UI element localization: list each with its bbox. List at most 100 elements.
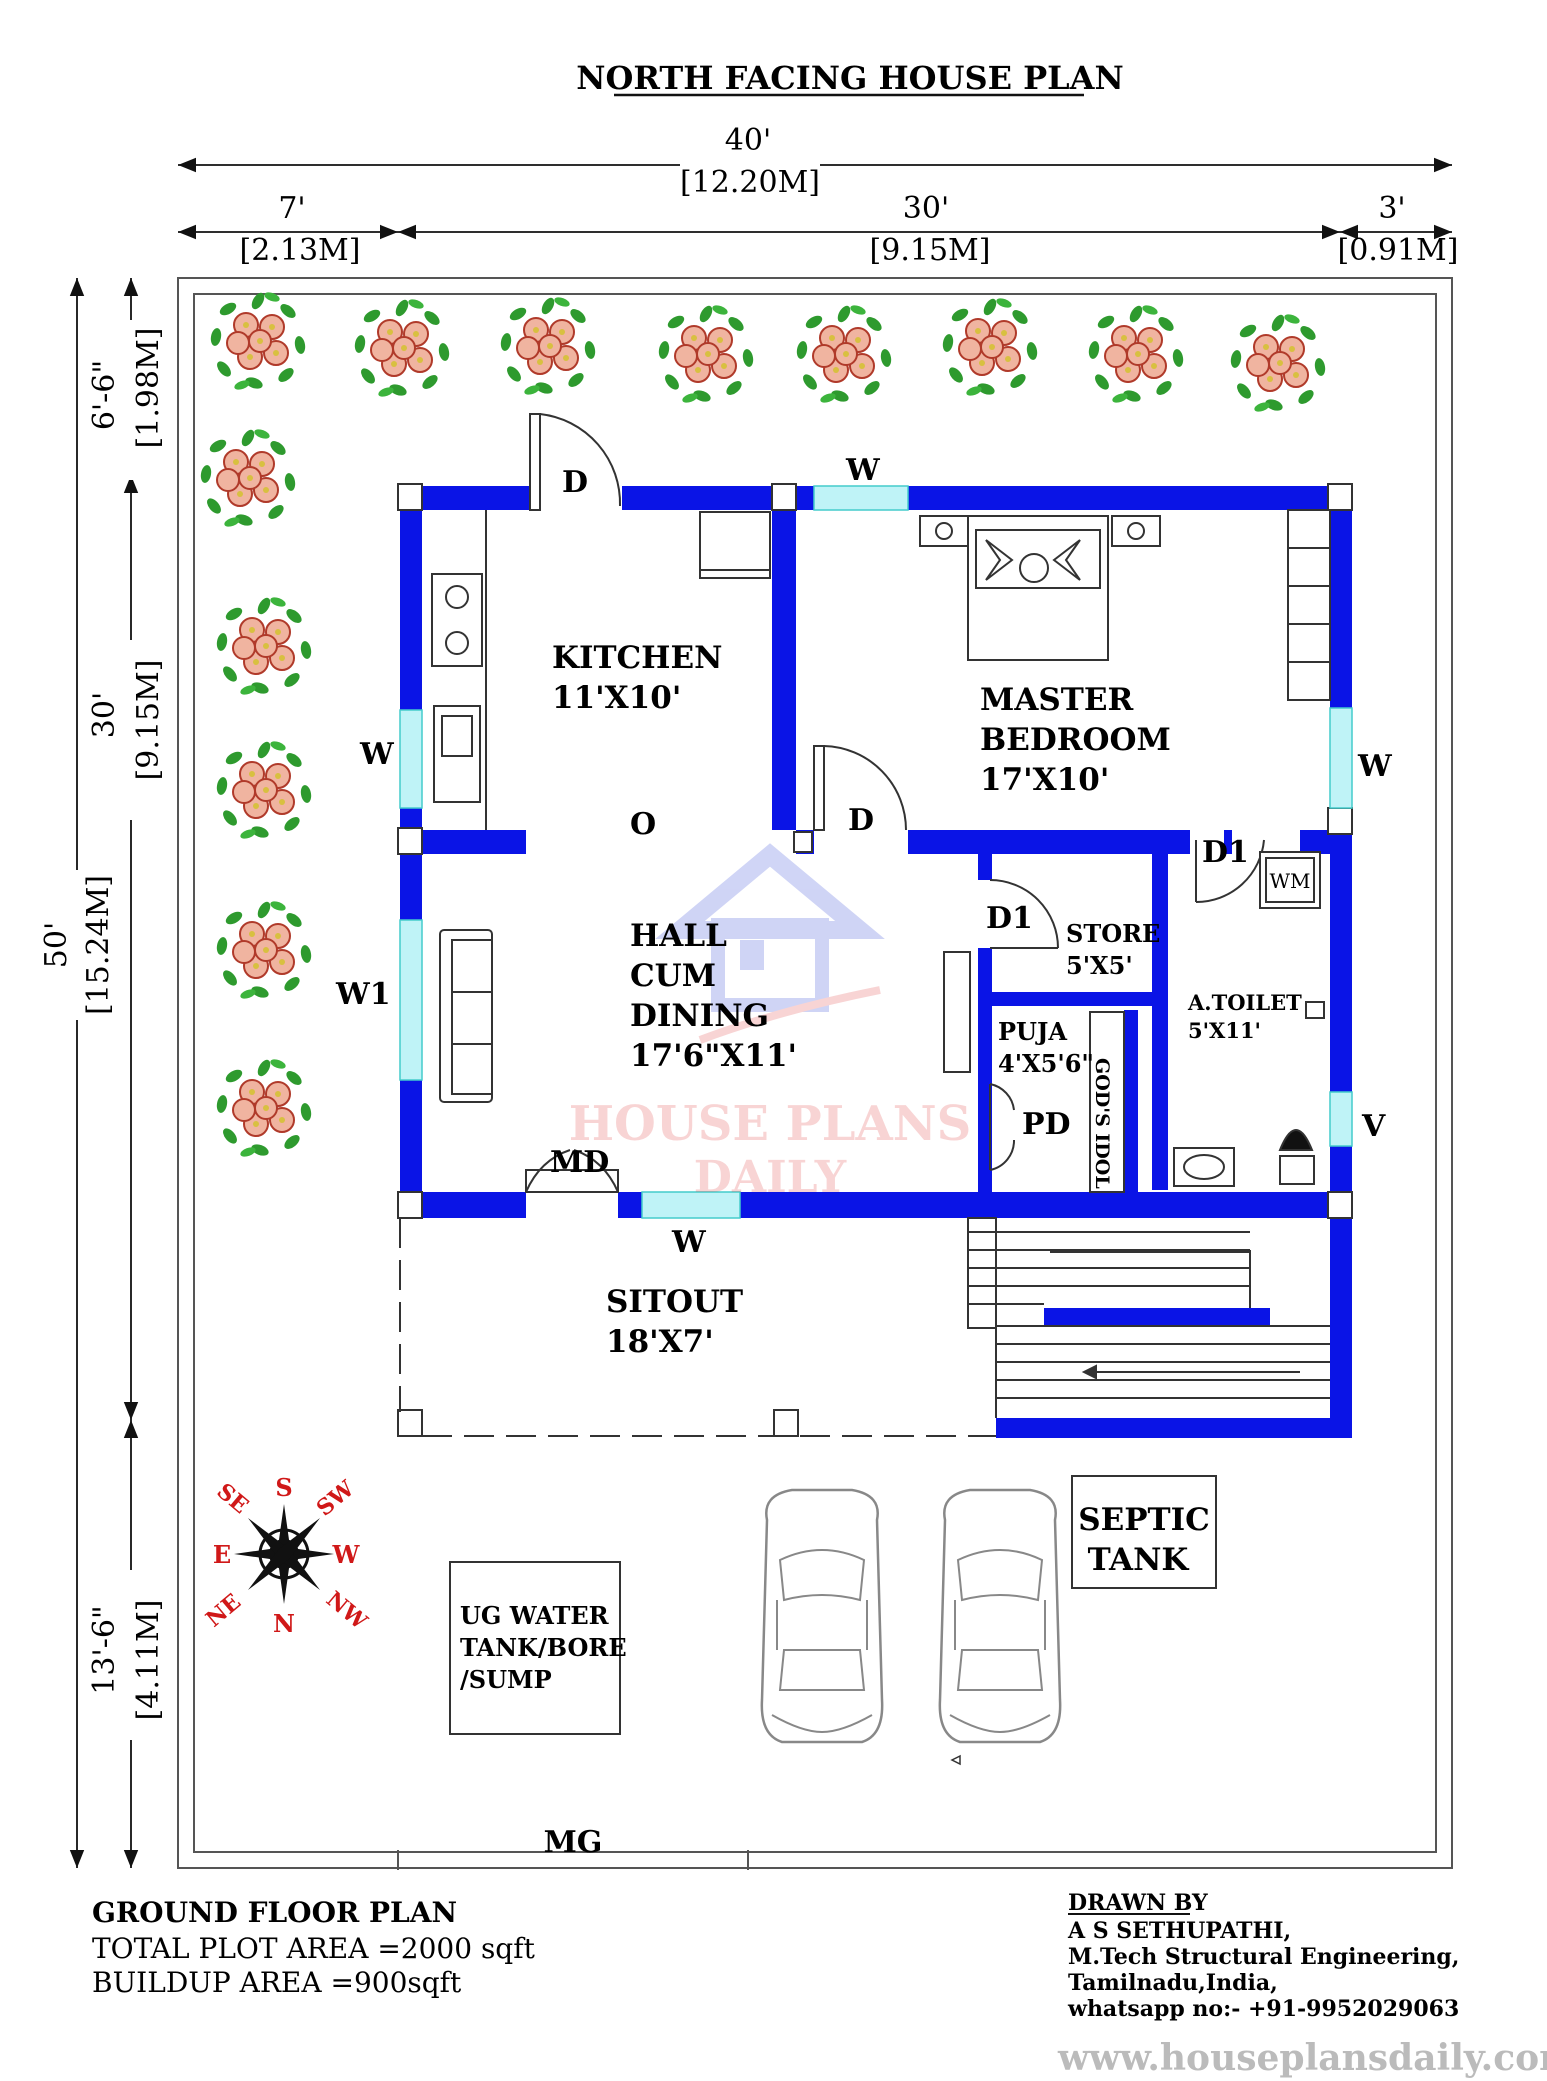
- puja-label: PUJA: [998, 1017, 1067, 1046]
- dim-vseg1: 6'-6": [87, 360, 122, 430]
- master-label-2: BEDROOM: [980, 722, 1171, 758]
- gods-idol-label: GOD'S IDOL: [1091, 1058, 1113, 1189]
- hall-size: 17'6"X11': [630, 1038, 797, 1074]
- dim-seg3: 3': [1378, 191, 1405, 226]
- dim-vseg2-m: [9.15M]: [131, 660, 166, 781]
- kitchen-size: 11'X10': [552, 680, 681, 716]
- plot-boundary-inner: [193, 293, 1437, 1853]
- ug-label-2: TANK/BORE: [460, 1633, 627, 1662]
- dim-vseg1-m: [1.98M]: [131, 328, 166, 449]
- watermark-logo: HOUSE PLANS DAILY: [569, 843, 972, 1203]
- drawn-by-degree: M.Tech Structural Engineering,: [1068, 1944, 1459, 1970]
- compass-ne: NE: [201, 1589, 246, 1633]
- compass-rose-icon: S N E W SE SW NE NW: [201, 1473, 372, 1638]
- drawn-by-whatsapp: whatsapp no:- +91-9952029063: [1067, 1996, 1459, 2022]
- compass-e: E: [213, 1540, 231, 1569]
- compass-nw: NW: [321, 1586, 372, 1635]
- store-size: 5'X5': [1066, 951, 1133, 980]
- drawn-by-heading: DRAWN BY: [1068, 1890, 1208, 1916]
- dim-vseg2: 30': [87, 692, 122, 738]
- label-pd: PD: [1022, 1107, 1071, 1142]
- dim-total-depth: 50': [39, 922, 74, 968]
- footer-build-area: BUILDUP AREA =900sqft: [92, 1966, 462, 1999]
- dim-seg2: 30': [903, 191, 949, 226]
- wardrobe: [1287, 509, 1331, 701]
- master-size: 17'X10': [980, 762, 1109, 798]
- windows: [399, 485, 1353, 1219]
- septic-label-2: TANK: [1088, 1542, 1190, 1578]
- toilet-label: A.TOILET: [1187, 990, 1302, 1015]
- small-marker: [950, 1754, 961, 1766]
- house-walls: [400, 486, 1352, 1438]
- store-label: STORE: [1066, 919, 1160, 948]
- dim-seg3-m: [0.91M]: [1338, 233, 1459, 268]
- ug-label-1: UG WATER: [460, 1601, 610, 1630]
- compass-s: S: [275, 1473, 292, 1502]
- sofa-icon: [439, 929, 493, 1103]
- compass-se: SE: [212, 1478, 254, 1519]
- label-w-top: W: [845, 453, 881, 488]
- sitout-label: SITOUT: [606, 1284, 743, 1320]
- dim-seg1-m: [2.13M]: [240, 233, 361, 268]
- hall-label-1: HALL: [630, 918, 727, 954]
- label-w1: W1: [335, 977, 391, 1012]
- compass-w: W: [332, 1540, 361, 1569]
- main-gate-label: MG: [544, 1825, 603, 1860]
- master-label-1: MASTER: [980, 682, 1133, 718]
- dim-total-width: 40': [725, 123, 771, 158]
- door-swings: [525, 413, 1265, 1193]
- kitchen-label: KITCHEN: [552, 640, 722, 676]
- label-w-kitchen: W: [359, 737, 395, 772]
- drawn-by-location: Tamilnadu,India,: [1068, 1970, 1278, 1996]
- website-text: www.houseplansdaily.com: [1057, 2037, 1547, 2079]
- compass-n: N: [273, 1609, 295, 1638]
- staircase: [967, 1217, 1330, 1418]
- left-dim-labels: 50' [15.24M] 6'-6" [1.98M] 30' [9.15M] 1…: [36, 320, 166, 1740]
- plot-boundary-outer: [177, 277, 1453, 1869]
- watermark-line1: HOUSE PLANS: [569, 1096, 972, 1152]
- puja-idol-shelf: [1089, 1011, 1125, 1193]
- label-w-bottom: W: [671, 1225, 707, 1260]
- toilet-fixtures: [1173, 851, 1325, 1187]
- hall-label-2: CUM: [630, 958, 716, 994]
- watermark-line2: DAILY: [694, 1152, 847, 1203]
- puja-size: 4'X5'6": [998, 1049, 1094, 1078]
- dim-vseg3-m: [4.11M]: [131, 1600, 166, 1721]
- dim-seg1: 7': [278, 191, 305, 226]
- plan-title: NORTH FACING HOUSE PLAN: [576, 59, 1123, 97]
- hall-label-3: DINING: [630, 998, 769, 1034]
- ug-tank-box: [449, 1561, 621, 1735]
- label-md: MD: [550, 1145, 609, 1180]
- footer-heading: GROUND FLOOR PLAN: [92, 1896, 457, 1929]
- columns: [397, 483, 1353, 1437]
- opening-labels: D W W W O D D1 D1 W1 PD V MD W: [335, 453, 1393, 1260]
- sitout-outline: [399, 1218, 996, 1437]
- car-icons: [760, 1488, 1062, 1744]
- toilet-size: 5'X11': [1188, 1018, 1261, 1043]
- label-o: O: [630, 807, 656, 842]
- dim-vseg3: 13'-6": [87, 1605, 122, 1694]
- room-labels: KITCHEN 11'X10' MASTER BEDROOM 17'X10' H…: [460, 640, 1302, 1694]
- label-d-kitchen: D: [562, 465, 588, 500]
- compass-sw: SW: [312, 1475, 360, 1521]
- label-w-bedroom: W: [1357, 749, 1393, 784]
- footer-plot-area: TOTAL PLOT AREA =2000 sqft: [92, 1932, 536, 1965]
- dim-total-depth-m: [15.24M]: [81, 875, 116, 1015]
- dim-seg2-m: [9.15M]: [870, 233, 991, 268]
- label-wm: WM: [1269, 869, 1310, 893]
- dim-total-width-m: [12.20M]: [680, 165, 820, 200]
- dim-label-bg: [680, 140, 820, 200]
- label-d-bedroom: D: [848, 803, 874, 838]
- kitchen-fixtures: [431, 510, 771, 830]
- tv-unit: [943, 951, 971, 1073]
- ug-label-3: /SUMP: [460, 1665, 552, 1694]
- sitout-size: 18'X7': [606, 1324, 714, 1360]
- label-d1-toilet: D1: [1202, 835, 1249, 870]
- label-v: V: [1361, 1109, 1386, 1144]
- septic-label-1: SEPTIC: [1078, 1502, 1210, 1538]
- drawn-by-name: A S SETHUPATHI,: [1067, 1918, 1291, 1944]
- septic-tank-box: [1071, 1475, 1217, 1589]
- label-d1-store: D1: [986, 901, 1033, 936]
- bed-icon: [919, 515, 1161, 661]
